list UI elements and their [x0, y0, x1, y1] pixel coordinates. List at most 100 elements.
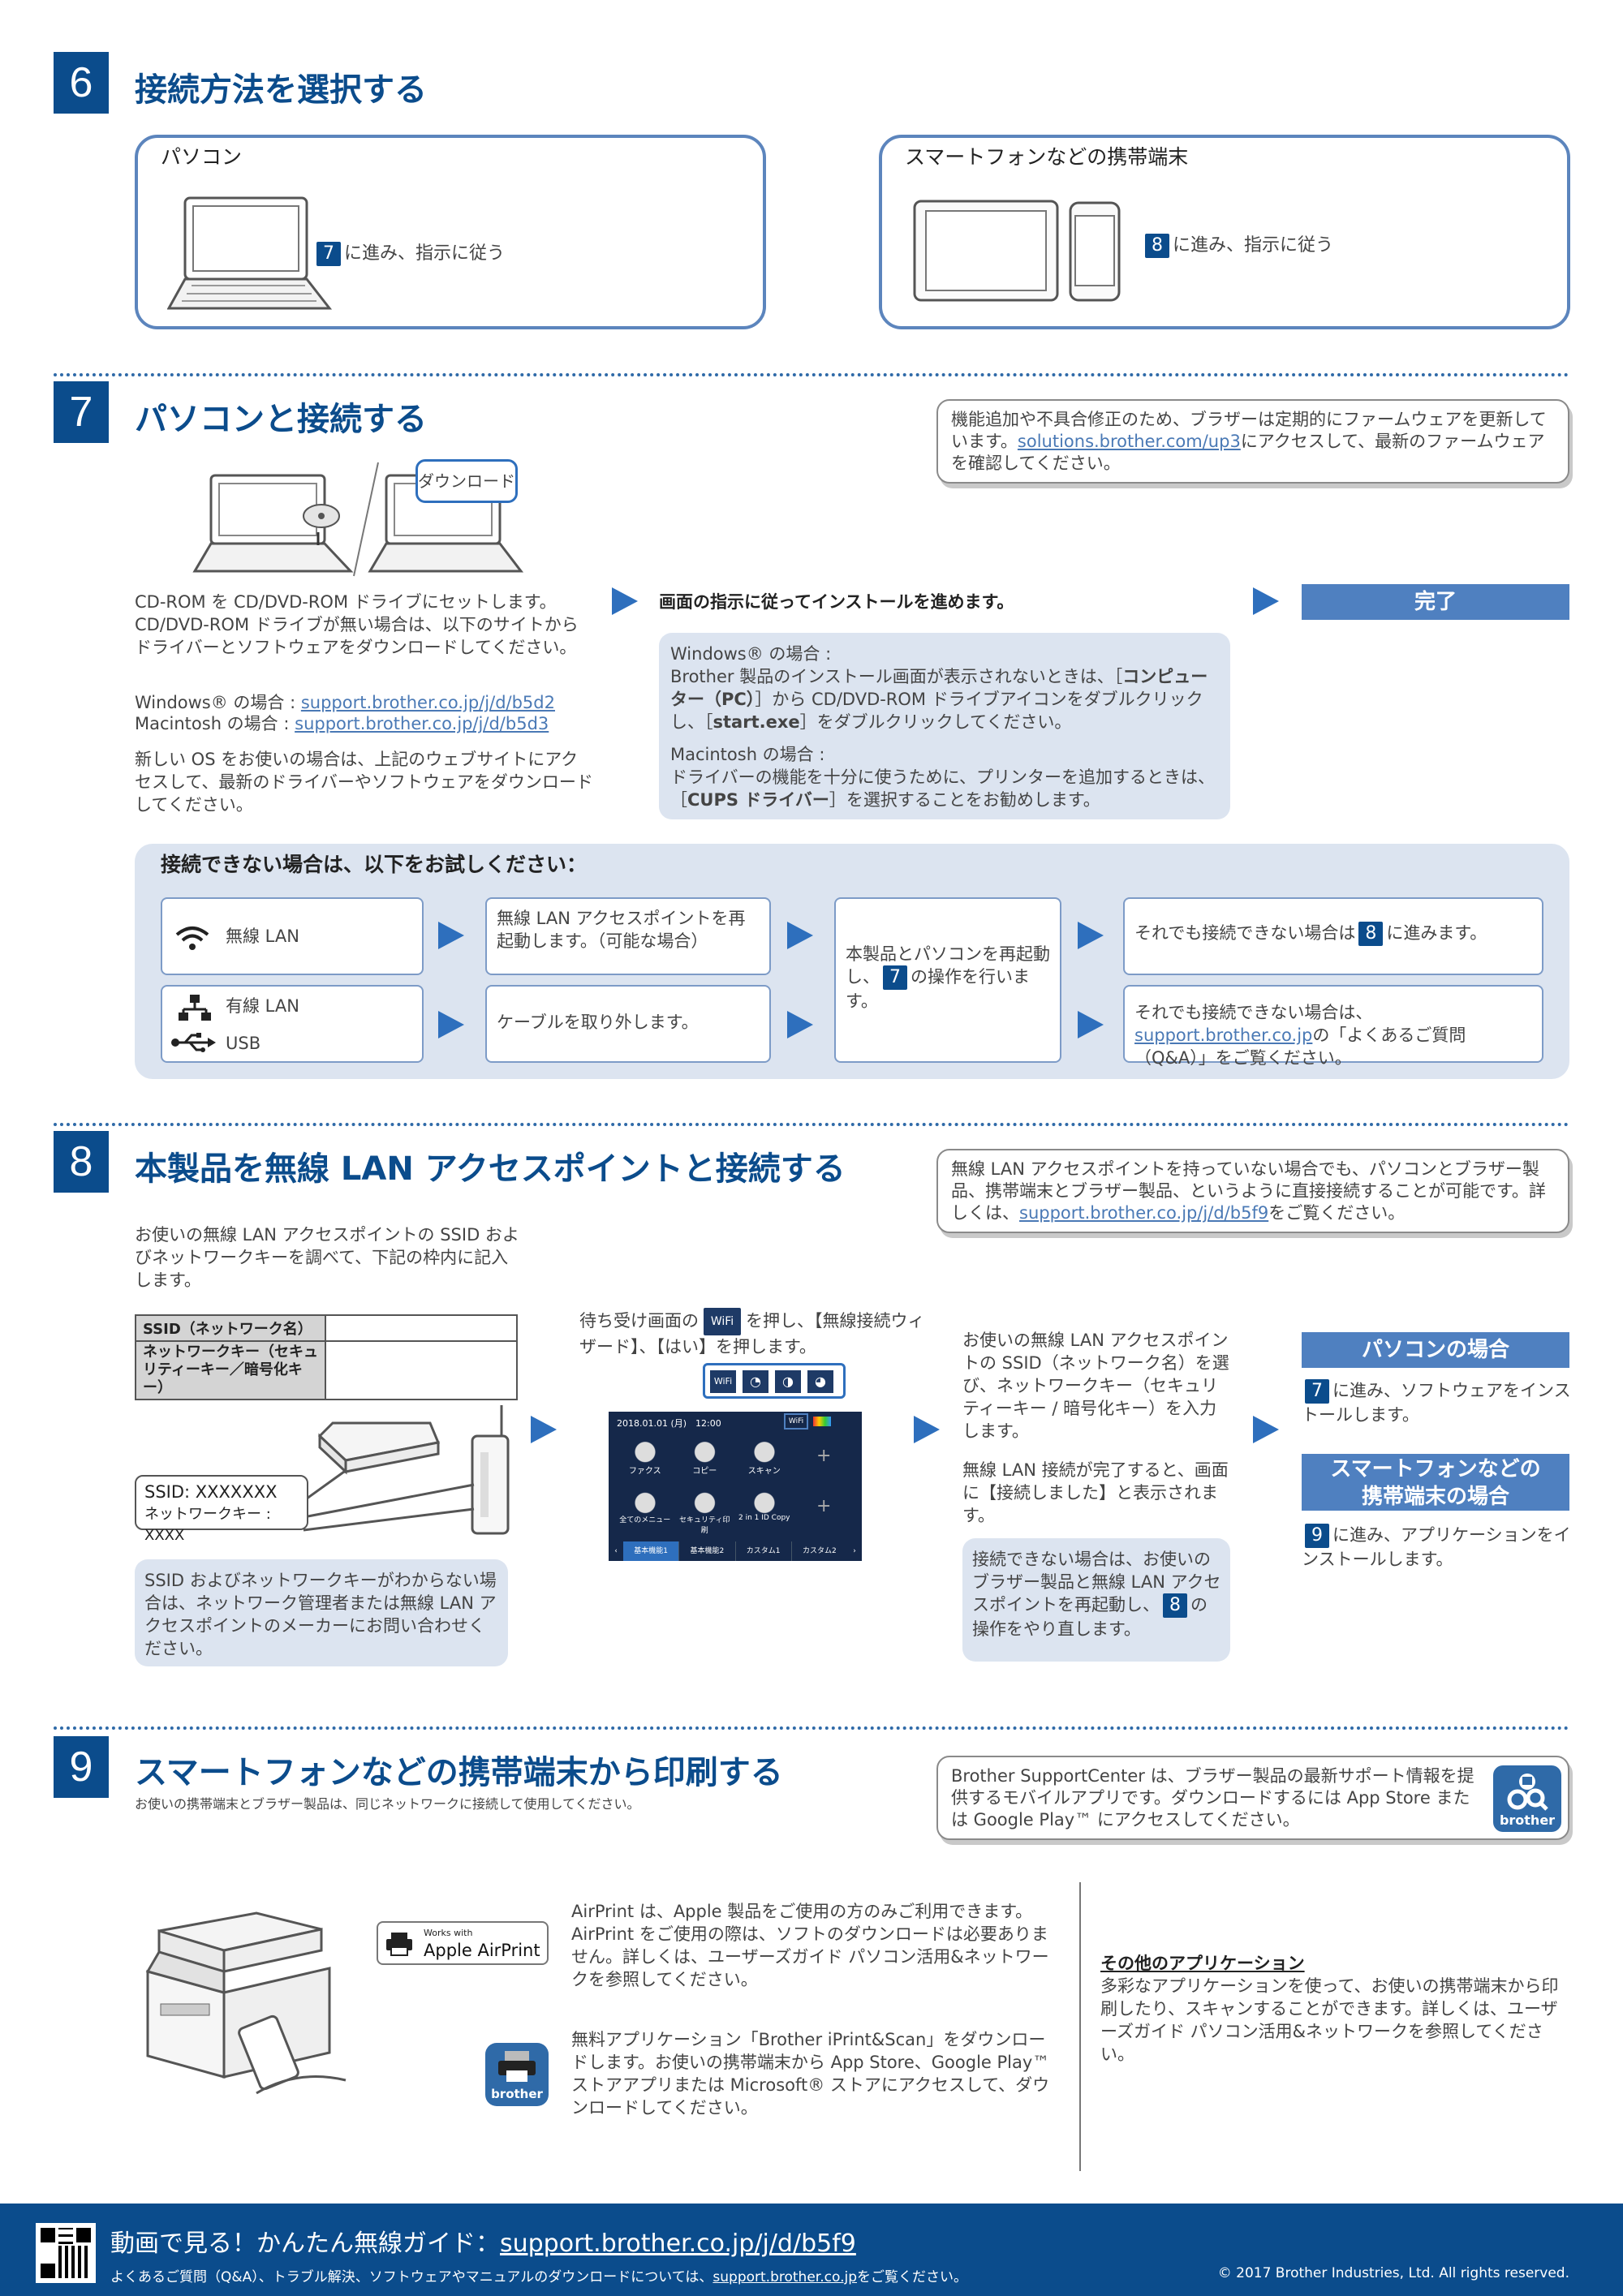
qr-code-icon[interactable]	[36, 2223, 96, 2283]
windows-driver-link[interactable]: support.brother.co.jp/j/d/b5d2	[300, 693, 555, 712]
ssid-label: SSID（ネットワーク名）	[135, 1314, 326, 1342]
access-point-illustration	[303, 1405, 510, 1535]
step-6-number: 6	[54, 52, 109, 114]
cd-download-illustration	[192, 462, 524, 577]
install-heading: 画面の指示に従ってインストールを進めます。	[659, 592, 1014, 612]
arrow-right-icon	[438, 1011, 464, 1038]
new-os-note: 新しい OS をお使いの場合は、上記のウェブサイトにアクセスして、最新のドライバ…	[135, 750, 593, 815]
key-example: ネットワークキー : XXXX	[144, 1506, 271, 1544]
add-tile-icon[interactable]: +	[816, 1496, 832, 1516]
mobile-option-title: スマートフォンなどの携帯端末	[905, 145, 1189, 169]
arrow-right-icon	[612, 587, 638, 615]
mac-download: Macintosh の場合 : support.brother.co.jp/j/…	[135, 714, 549, 733]
section-divider	[54, 373, 1569, 376]
mac-driver-link[interactable]: support.brother.co.jp/j/d/b5d3	[295, 714, 549, 733]
laptop-illustration	[167, 196, 333, 310]
printer-icon	[386, 1933, 412, 1956]
brother-logo-text: brother	[1499, 1812, 1556, 1828]
fax-tile[interactable]: ファクス	[617, 1436, 674, 1483]
windows-download: Windows® の場合 : support.brother.co.jp/j/d…	[135, 693, 555, 712]
add-tile-icon[interactable]: +	[816, 1446, 832, 1466]
wifi-key-icon: WiFi	[704, 1308, 741, 1335]
windows-help: Windows® の場合 : Brother 製品のインストール画面が表示されな…	[670, 644, 1208, 732]
cd-instructions: CD-ROM を CD/DVD-ROM ドライブにセットします。CD/DVD-R…	[135, 592, 579, 657]
tablet-phone-illustration	[913, 200, 1121, 302]
wifi-icon	[175, 927, 209, 950]
iprint-scan-app-icon[interactable]: brother	[485, 2043, 549, 2106]
tab-prev-icon[interactable]: ‹	[614, 1547, 618, 1555]
secure-print-tile[interactable]: セキュリティ印刷	[676, 1486, 733, 1535]
brother-logo-text: brother	[491, 2087, 543, 2101]
wired-lan-icon	[179, 995, 211, 1021]
step-ref-7-badge: 7	[883, 965, 907, 990]
other-apps-title: その他のアプリケーション	[1100, 1954, 1305, 1973]
direct-connect-link[interactable]: support.brother.co.jp/j/d/b5f9	[1019, 1203, 1269, 1223]
ssid-write-field	[325, 1314, 518, 1342]
usb-label: USB	[226, 1034, 261, 1053]
id-copy-tile[interactable]: 2 in 1 ID Copy	[736, 1486, 793, 1535]
printer-icon	[498, 2051, 536, 2082]
network-key-label: ネットワークキー（セキュリティーキー／暗号化キー）	[135, 1340, 326, 1400]
tab-custom-2[interactable]: カスタム2	[790, 1541, 847, 1561]
install-help-panel: Windows® の場合 : Brother 製品のインストール画面が表示されな…	[659, 633, 1230, 819]
usb-icon	[171, 1033, 216, 1052]
faq-link[interactable]: support.brother.co.jp	[712, 2269, 857, 2285]
connected-text: 無線 LAN 接続が完了すると、画面に【接続しました】と表示されます。	[962, 1460, 1229, 1525]
network-key-write-field	[325, 1340, 518, 1400]
step-8-title: 本製品を無線 LAN アクセスポイントと接続する	[135, 1150, 846, 1188]
wifi-icons-callout: WiFi ◔ ◑ ◕	[703, 1363, 846, 1399]
printer-and-phone-illustration	[145, 1911, 347, 2095]
step-6-title: 接続方法を選択する	[135, 71, 427, 109]
tab-custom-1[interactable]: カスタム1	[734, 1541, 791, 1561]
ssid-intro: お使いの無線 LAN アクセスポイントの SSID およびネットワークキーを調べ…	[135, 1225, 519, 1290]
section-divider	[54, 1123, 1569, 1126]
troubleshoot-title: 接続できない場合は、以下をお試しください：	[161, 853, 588, 876]
mobile-case-banner: スマートフォンなどの携帯端末の場合	[1302, 1454, 1569, 1511]
support-center-note: Brother SupportCenter は、ブラザー製品の最新サポート情報を…	[936, 1756, 1569, 1840]
wired-usb-option: 有線 LAN USB	[161, 985, 424, 1063]
step-ref-7-badge: 7	[1305, 1379, 1329, 1404]
brother-supportcenter-app-icon[interactable]: brother	[1493, 1765, 1561, 1832]
still-fail-wired: それでも接続できない場合は、support.brother.co.jpの「よくあ…	[1123, 985, 1543, 1068]
video-guide: 動画で見る！かんたん無線ガイド：support.brother.co.jp/j/…	[110, 2229, 856, 2258]
video-guide-link[interactable]: support.brother.co.jp/j/d/b5f9	[500, 2229, 856, 2258]
step-7-title: パソコンと接続する	[135, 401, 427, 438]
ssid-unknown-note: SSID およびネットワークキーがわからない場合は、ネットワーク管理者または無線…	[135, 1559, 508, 1666]
tab-basic-2[interactable]: 基本機能2	[678, 1541, 734, 1561]
arrow-right-icon	[1253, 587, 1279, 615]
scan-tile[interactable]: スキャン	[736, 1436, 793, 1483]
lcd-tabs: ‹ 基本機能1 基本機能2 カスタム1 カスタム2 ›	[609, 1541, 862, 1561]
copy-tile[interactable]: コピー	[676, 1436, 733, 1483]
ssid-example-callout: SSID: XXXXXXX ネットワークキー : XXXX	[135, 1475, 308, 1544]
iprint-description: 無料アプリケーション「Brother iPrint&Scan」をダウンロードしま…	[571, 2030, 1050, 2118]
support-link[interactable]: support.brother.co.jp	[1134, 1025, 1313, 1045]
ssid-form-table: SSID（ネットワーク名） ネットワークキー（セキュリティーキー／暗号化キー）	[135, 1314, 518, 1400]
step-ref-8-badge: 8	[1163, 1593, 1187, 1618]
arrow-right-icon	[438, 922, 464, 949]
step-ref-8-badge: 8	[1145, 234, 1169, 258]
toner-icon	[813, 1417, 831, 1426]
footer-bar: 動画で見る！かんたん無線ガイド：support.brother.co.jp/j/…	[0, 2204, 1623, 2296]
pc-option-title: パソコン	[161, 145, 243, 169]
step-9-title: スマートフォンなどの携帯端末から印刷する	[135, 1754, 783, 1791]
lcd-wifi-icon[interactable]: WiFi	[784, 1413, 808, 1430]
firmware-link[interactable]: solutions.brother.com/up3	[1017, 432, 1241, 451]
step-ref-9-badge: 9	[1305, 1524, 1329, 1548]
all-menu-tile[interactable]: 全てのメニュー	[617, 1486, 674, 1535]
step-8-number: 8	[54, 1131, 109, 1193]
lcd-date: 2018.01.01 (月) 12:00	[617, 1418, 721, 1429]
download-callout: ダウンロード	[415, 459, 518, 503]
wireless-lan-label: 無線 LAN	[226, 927, 299, 946]
arrow-right-icon	[1253, 1416, 1279, 1443]
tab-basic-1[interactable]: 基本機能1	[623, 1541, 679, 1561]
airprint-small-text: Works with	[424, 1928, 473, 1938]
arrow-right-icon	[787, 922, 813, 949]
tab-next-icon[interactable]: ›	[853, 1547, 856, 1555]
retry-note: 接続できない場合は、お使いのブラザー製品と無線 LAN アクセスポイントを再起動…	[962, 1538, 1230, 1662]
mac-help: Macintosh の場合 : ドライバーの機能を十分に使うために、プリンターを…	[670, 745, 1215, 810]
